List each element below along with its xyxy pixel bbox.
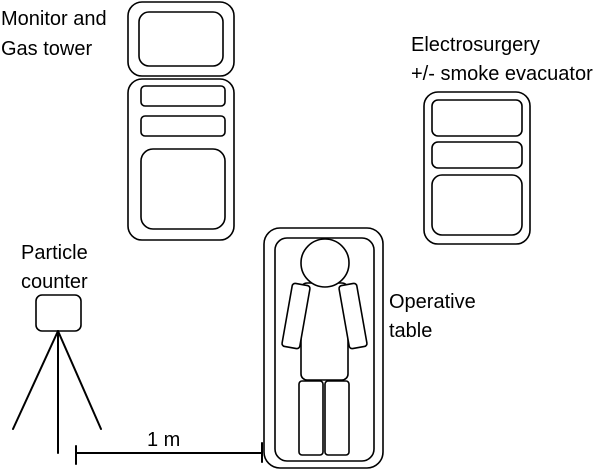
electrosurgery-panel-1 bbox=[431, 99, 523, 137]
particle-counter-label-line2: counter bbox=[21, 271, 88, 293]
particle-counter-label-line1: Particle bbox=[21, 242, 88, 264]
electrosurgery-label-line2: +/- smoke evacuator bbox=[411, 63, 593, 85]
gas-tower-drawer-1 bbox=[140, 85, 226, 107]
patient-arm-left bbox=[281, 282, 311, 350]
patient-head bbox=[300, 238, 350, 288]
patient-figure bbox=[281, 238, 368, 456]
operative-label-line1: Operative bbox=[389, 291, 476, 313]
tripod-leg-left bbox=[12, 330, 59, 430]
distance-marker bbox=[75, 442, 263, 465]
electrosurgery-label-line1: Electrosurgery bbox=[411, 34, 540, 56]
particle-counter bbox=[12, 294, 102, 454]
distance-label: 1 m bbox=[147, 429, 180, 451]
operative-label-line2: table bbox=[389, 320, 432, 342]
gas-tower-compartment bbox=[140, 148, 226, 230]
monitor-gas-tower bbox=[127, 1, 235, 241]
patient-arm-right bbox=[338, 282, 368, 350]
particle-counter-box bbox=[35, 294, 82, 332]
patient-leg-right bbox=[324, 380, 350, 456]
monitor-screen bbox=[138, 11, 224, 67]
tripod-leg-right bbox=[57, 330, 102, 430]
monitor-label-line1: Monitor and bbox=[1, 8, 107, 30]
gas-tower-drawer-2 bbox=[140, 115, 226, 137]
electrosurgery-panel-3 bbox=[431, 174, 523, 236]
operative-table bbox=[263, 227, 384, 469]
electrosurgery-panel-2 bbox=[431, 141, 523, 169]
monitor-label-line2: Gas tower bbox=[1, 38, 92, 60]
electrosurgery-unit bbox=[423, 91, 531, 245]
patient-leg-left bbox=[298, 380, 324, 456]
